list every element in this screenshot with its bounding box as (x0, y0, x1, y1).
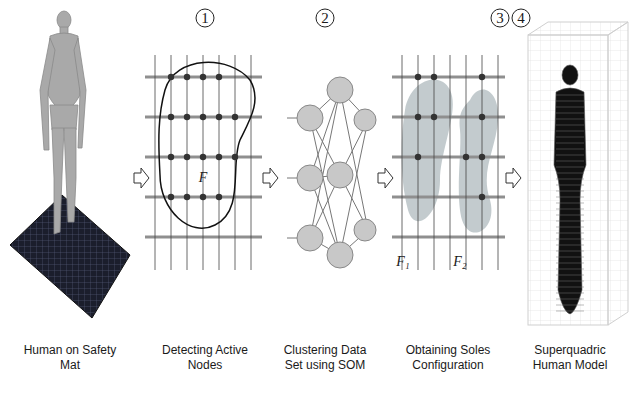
superquadric-rings (556, 95, 584, 311)
panel-caption: Superquadric Human Model (518, 343, 622, 373)
panel-caption: Human on Safety Mat (18, 343, 122, 373)
panel-caption: Detecting Active Nodes (153, 343, 257, 373)
panel-caption: Obtaining Soles Configuration (396, 343, 500, 373)
foot-region (159, 62, 255, 228)
footprint-symbol: F₁ (396, 254, 409, 270)
footprint-symbol: F (199, 170, 208, 186)
callout-number: 2 (321, 10, 329, 27)
mat-grid (145, 55, 262, 270)
callout-number: 4 (517, 10, 525, 27)
callout-number: 1 (201, 10, 209, 27)
model-box (528, 22, 628, 325)
human-figure (40, 11, 86, 234)
active-nodes (168, 74, 238, 200)
footprint-symbol: F₂ (453, 254, 466, 270)
callout-number: 3 (496, 10, 504, 27)
callout-circle (196, 9, 530, 27)
superquadric-human (554, 65, 586, 314)
mat-grid (392, 55, 505, 270)
panel-caption: Clustering Data Set using SOM (273, 343, 377, 373)
active-nodes (415, 74, 485, 200)
som-neuron (297, 77, 376, 268)
